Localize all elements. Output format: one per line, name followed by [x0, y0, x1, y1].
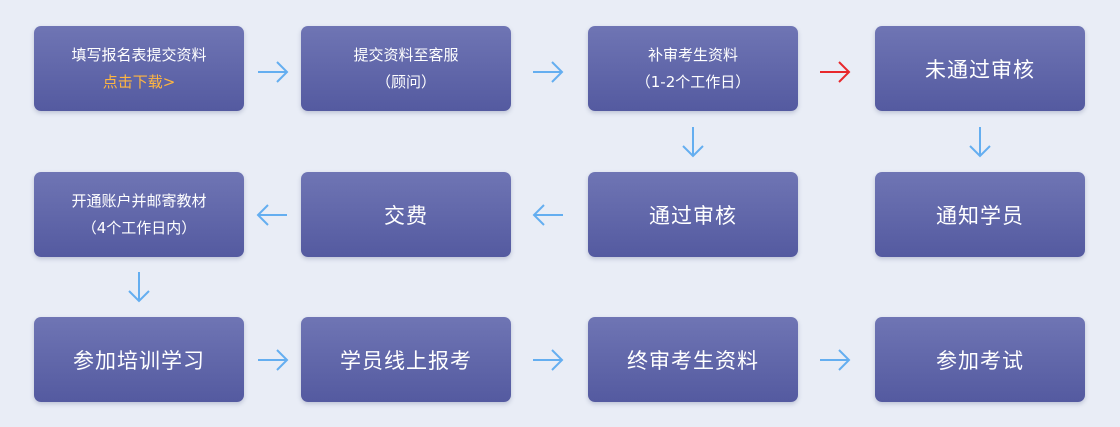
step-fill-form-label: 填写报名表提交资料: [71, 45, 207, 64]
arrow-right-icon: [532, 348, 564, 372]
step-open-account-sublabel: （4个工作日内）: [81, 218, 197, 237]
step-online-apply[interactable]: 学员线上报考: [301, 317, 511, 402]
arrow-right-icon: [532, 60, 564, 84]
step-fill-form[interactable]: 填写报名表提交资料 点击下载>: [34, 26, 244, 111]
arrow-right-fail-icon: [819, 60, 851, 84]
arrow-left-icon: [532, 203, 564, 227]
step-approved[interactable]: 通过审核: [588, 172, 798, 257]
arrow-left-icon: [256, 203, 288, 227]
step-supplement-sublabel: （1-2个工作日）: [635, 72, 751, 91]
arrow-down-icon: [968, 126, 992, 158]
step-not-approved[interactable]: 未通过审核: [875, 26, 1085, 111]
step-exam[interactable]: 参加考试: [875, 317, 1085, 402]
step-payment-label: 交费: [384, 203, 428, 228]
step-open-account[interactable]: 开通账户并邮寄教材 （4个工作日内）: [34, 172, 244, 257]
step-approved-label: 通过审核: [649, 203, 737, 228]
step-training-label: 参加培训学习: [73, 348, 205, 373]
arrow-right-icon: [257, 60, 289, 84]
step-payment[interactable]: 交费: [301, 172, 511, 257]
download-link[interactable]: 点击下载>: [102, 72, 176, 91]
step-final-review-label: 终审考生资料: [627, 348, 759, 373]
step-submit-label: 提交资料至客服: [353, 45, 459, 64]
step-not-approved-label: 未通过审核: [925, 57, 1035, 82]
step-exam-label: 参加考试: [936, 348, 1024, 373]
arrow-down-icon: [681, 126, 705, 158]
arrow-down-icon: [127, 271, 151, 303]
step-notify-label: 通知学员: [936, 203, 1024, 228]
step-online-apply-label: 学员线上报考: [340, 348, 472, 373]
step-submit-sublabel: （顾问）: [375, 72, 436, 91]
step-submit-to-service[interactable]: 提交资料至客服 （顾问）: [301, 26, 511, 111]
step-open-account-label: 开通账户并邮寄教材: [71, 191, 207, 210]
arrow-right-icon: [819, 348, 851, 372]
step-final-review[interactable]: 终审考生资料: [588, 317, 798, 402]
step-notify[interactable]: 通知学员: [875, 172, 1085, 257]
step-supplement-label: 补审考生资料: [647, 45, 738, 64]
arrow-right-icon: [257, 348, 289, 372]
step-training[interactable]: 参加培训学习: [34, 317, 244, 402]
step-supplement[interactable]: 补审考生资料 （1-2个工作日）: [588, 26, 798, 111]
